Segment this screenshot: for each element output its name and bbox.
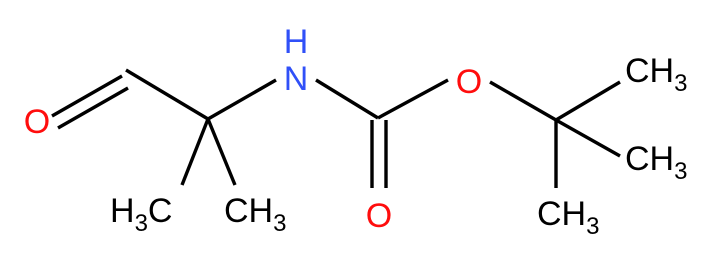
bond-aldehyde-co-1: [51, 74, 123, 118]
methyl-left-subscript: 3: [135, 210, 148, 237]
nh-nitrogen: N: [284, 60, 309, 98]
bond-cc-oester: [377, 78, 449, 120]
tbu-bottom-subscript: 3: [586, 213, 599, 240]
atom-aldehyde-oxygen: O: [24, 103, 50, 141]
bond-oester-ctbu: [489, 80, 557, 122]
bond-aldehyde-co-2: [57, 86, 129, 130]
nh-hydrogen: H: [284, 23, 309, 61]
tbu-top-subscript: 3: [674, 70, 687, 97]
tbu-bottom-ch: CH: [537, 195, 586, 233]
tbu-methyl-top-label: CH3: [625, 52, 687, 97]
bonds: [51, 68, 621, 188]
atom-ester-oxygen: O: [456, 63, 482, 101]
methyl-left-label: H3C: [110, 192, 172, 237]
bond-cq-methyl-right: [206, 118, 237, 186]
bond-n-cc: [315, 78, 379, 120]
bond-cq-methyl-left: [180, 118, 210, 186]
methyl-right-subscript: 3: [273, 210, 286, 237]
methyl-left-h: H: [110, 192, 135, 230]
methyl-left-c: C: [148, 192, 173, 230]
bond-ctbu-methyl-top: [555, 80, 621, 122]
bond-cq-n: [207, 78, 277, 121]
bond-cho-cq: [125, 68, 209, 121]
tbu-methyl-bottom-label: CH3: [537, 195, 599, 240]
atom-nitrogen-nh: H N: [284, 23, 309, 98]
tbu-top-ch: CH: [625, 52, 674, 90]
methyl-right-label: CH3: [224, 192, 286, 237]
bond-ctbu-methyl-mid: [555, 118, 621, 158]
tbu-mid-subscript: 3: [674, 158, 687, 185]
tbu-methyl-mid-label: CH3: [625, 140, 687, 185]
tbu-mid-ch: CH: [625, 140, 674, 178]
atom-carbonyl-oxygen: O: [366, 197, 392, 235]
methyl-right-ch: CH: [224, 192, 273, 230]
